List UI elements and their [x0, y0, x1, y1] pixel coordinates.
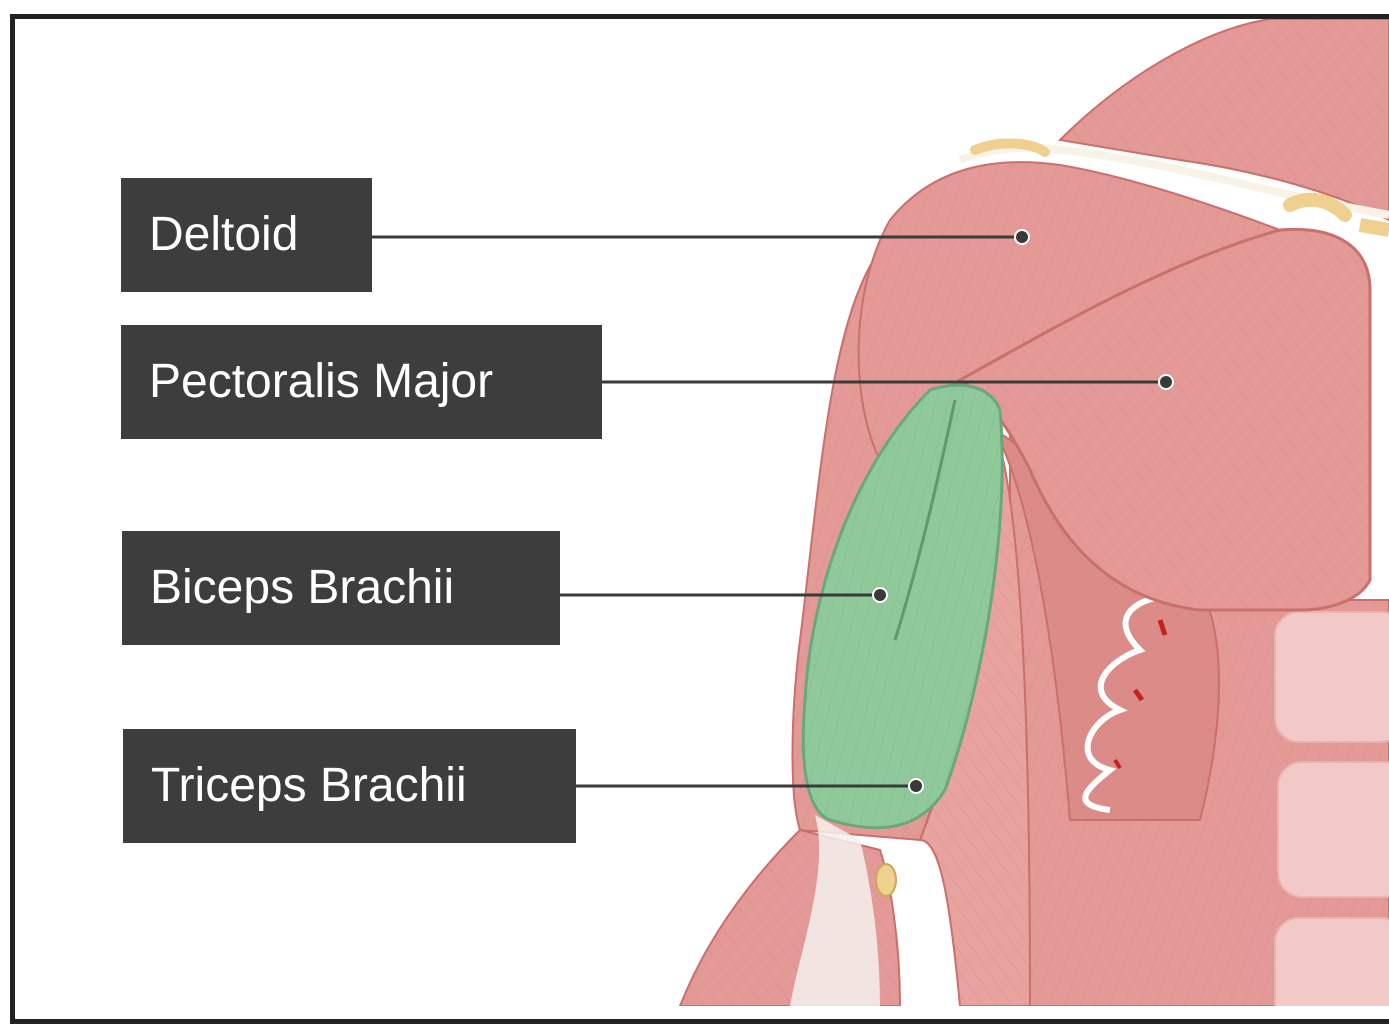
abdominal-segment: [1275, 612, 1389, 742]
triceps-brachii-label-text: Triceps Brachii: [151, 762, 467, 810]
biceps-brachii-label: Biceps Brachii: [122, 531, 560, 645]
triceps-leader-dot: [909, 779, 923, 793]
deltoid-label: Deltoid: [121, 178, 372, 292]
epicondyle-bone: [876, 864, 896, 896]
pectoralis-major-label: Pectoralis Major: [121, 325, 602, 439]
pectoralis-leader-dot: [1159, 375, 1173, 389]
deltoid-label-text: Deltoid: [149, 211, 298, 259]
abdominal-segment: [1275, 918, 1389, 1006]
deltoid-leader-dot: [1015, 230, 1029, 244]
pectoralis-major-label-text: Pectoralis Major: [149, 358, 493, 406]
abdominal-segment: [1278, 762, 1389, 897]
biceps-leader-dot: [873, 588, 887, 602]
biceps-brachii-label-text: Biceps Brachii: [150, 564, 454, 612]
triceps-brachii-label: Triceps Brachii: [123, 729, 576, 843]
